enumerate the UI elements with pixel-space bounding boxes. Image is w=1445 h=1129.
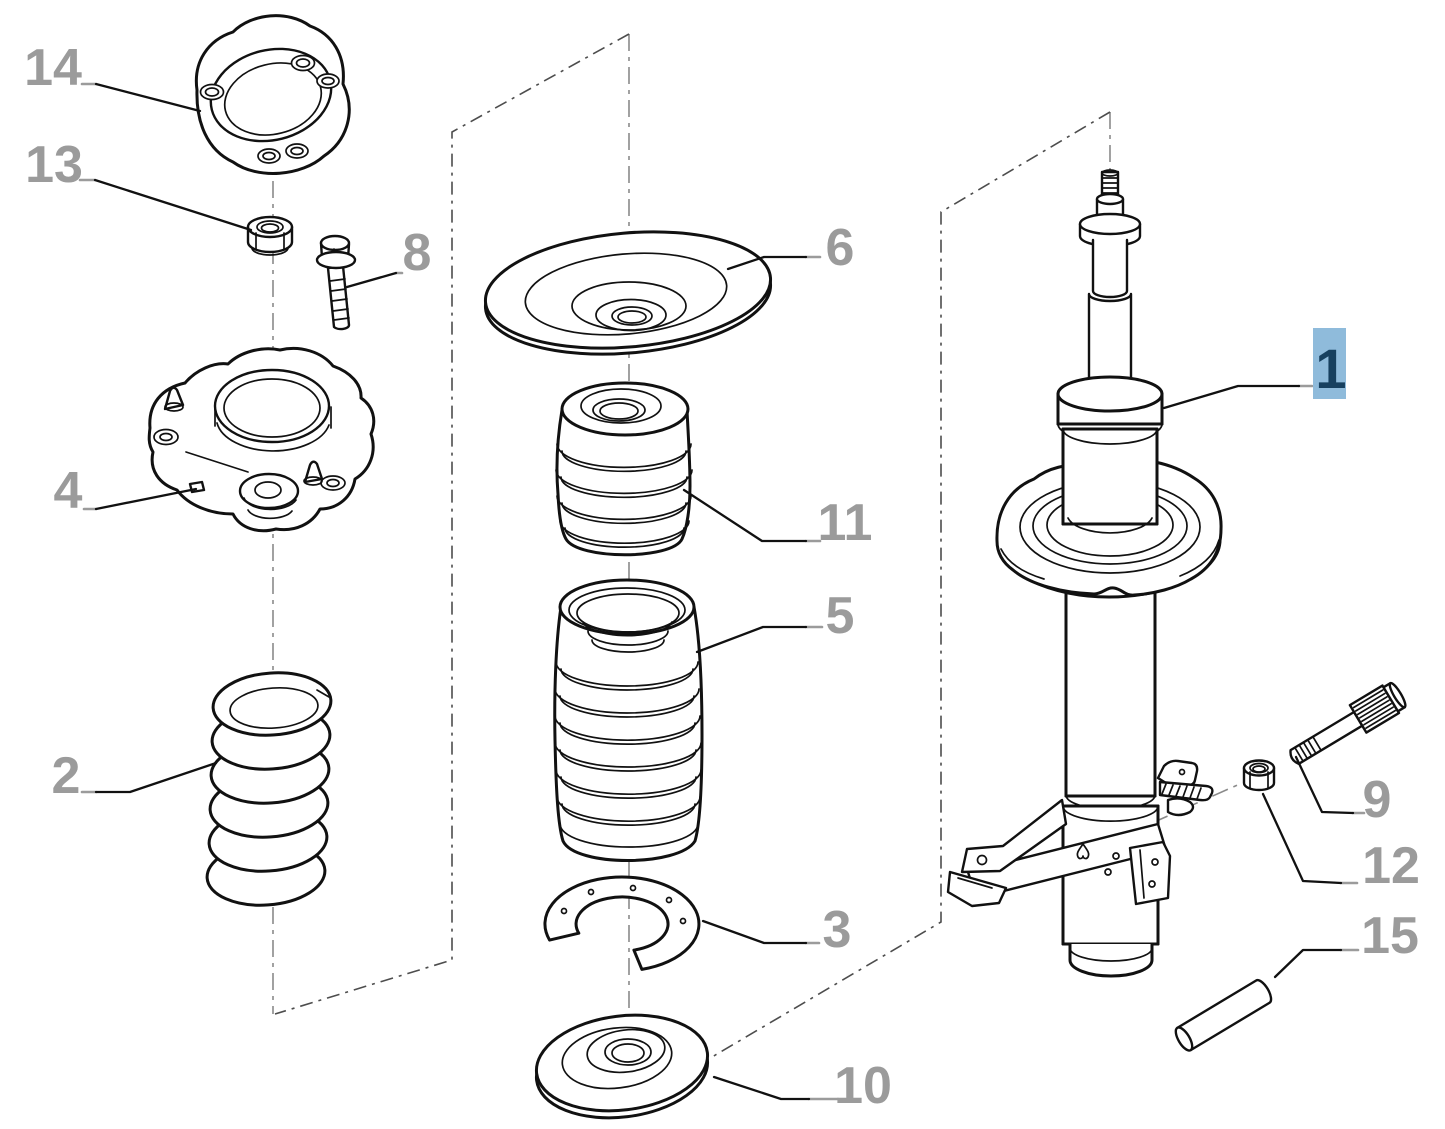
callout-6[interactable]: 6 [826,219,855,277]
callout-2[interactable]: 2 [52,747,81,805]
strut-bottom-cap [1068,942,1154,978]
stud-hatching [1161,783,1202,800]
callout-1[interactable]: 1 [1315,337,1346,400]
leader-5 [695,625,808,654]
part-6-upper-spring-seat [483,230,773,356]
part-14-mount-plate [194,14,351,175]
left-fork [946,870,1008,908]
leader-15 [1273,948,1343,979]
part-3-spacer-ring [543,875,701,971]
bolt-holes [199,54,340,164]
callout-1-highlighted[interactable]: 1 [1313,328,1347,400]
part-8-bolt [315,234,357,331]
callout-4[interactable]: 4 [54,462,83,520]
callout-15[interactable]: 15 [1361,907,1419,965]
part-11-bump-stop [555,381,693,557]
part-12-nut [1242,759,1276,792]
callout-10[interactable]: 10 [834,1057,892,1115]
leader-3 [701,919,808,945]
part-9-bolt [1289,681,1407,766]
part-4-strut-mount [147,346,376,533]
leader-14 [94,82,202,113]
callout-leaders [78,82,1366,1101]
part-10-lower-spring-seat [534,1013,710,1120]
piston-rod [1087,238,1133,396]
leader-12 [1261,792,1343,885]
part-5-dust-boot [553,578,704,862]
bump-stop-ribs [555,443,693,549]
bolt-shank [326,264,351,331]
callout-5[interactable]: 5 [826,587,855,645]
strut-upper-body [1056,375,1164,534]
hook-bracket [1166,797,1195,817]
cone-stud [163,386,185,412]
spade-cutout [1076,843,1090,860]
callout-14[interactable]: 14 [24,39,82,97]
leader-1 [1162,384,1301,410]
strut-brackets [946,759,1214,908]
callout-11[interactable]: 11 [818,494,873,552]
callout-13[interactable]: 13 [25,136,83,194]
bolt-axis-line [1151,782,1243,824]
cone-stud [303,460,324,486]
leader-11 [682,488,808,543]
left-strap [960,798,1068,874]
spacer-holes [560,884,687,925]
spline-lines [1352,689,1397,729]
panel-divider-left [274,33,630,1015]
bolt-shank [1289,710,1364,766]
leader-4 [94,487,198,511]
spring-wire-end [316,689,330,698]
piston-rod-stud [1078,169,1142,248]
part-1-shock-absorber-strut [946,169,1223,978]
callout-8[interactable]: 8 [403,224,432,282]
leader-10 [712,1075,811,1101]
callout-labels: 14 13 8 4 2 6 11 5 3 10 9 12 15 1 [24,39,1420,1115]
leader-8 [345,271,398,289]
leader-13 [93,178,253,232]
part-13-nut [246,215,294,256]
right-stud-lug [1158,780,1214,802]
leader-6 [726,255,808,271]
part-2-coil-spring [205,671,333,907]
callout-12[interactable]: 12 [1362,837,1420,895]
panel-divider-right [711,111,1111,1058]
bolt-threads [329,278,350,321]
callout-1-highlight-badge[interactable] [1313,328,1346,399]
callout-9[interactable]: 9 [1363,771,1392,829]
casting-edge [185,451,249,473]
bolt-threads [1294,735,1322,763]
side-bracket [1128,840,1172,906]
boot-ribs [554,661,702,848]
part-15-spacer-pin [1174,978,1273,1052]
leader-9 [1294,755,1355,815]
callout-3[interactable]: 3 [823,901,852,959]
leader-2 [94,761,218,794]
